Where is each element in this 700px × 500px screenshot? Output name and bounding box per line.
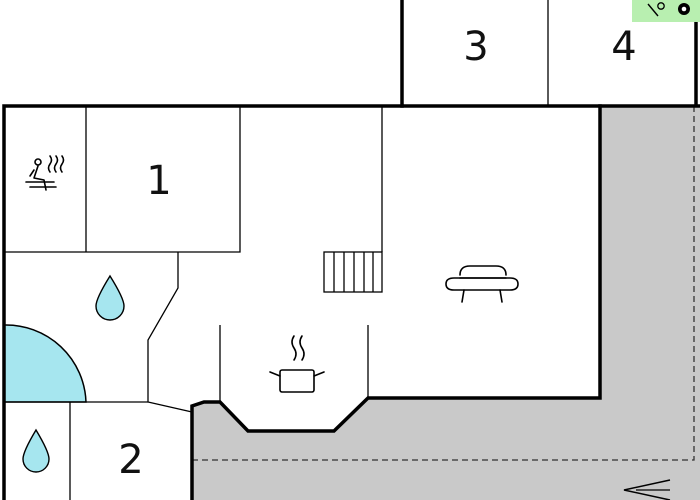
outer-wall-top-left <box>2 104 404 500</box>
outdoor-terrace <box>192 106 700 500</box>
shower-drop-icon <box>95 274 125 321</box>
bedroom-3-label: 3 <box>463 24 488 70</box>
outer-wall-right <box>190 104 602 500</box>
terrace-path-edge <box>192 106 695 461</box>
bedroom-1-label: 1 <box>146 158 171 204</box>
bedroom-4-label: 4 <box>611 24 636 70</box>
wall-bathroom-right <box>147 252 193 413</box>
cooking-pot-icon <box>269 335 325 393</box>
pool-table-icon <box>632 0 700 22</box>
sofa-icon <box>445 265 519 303</box>
bedroom-2-label: 2 <box>118 437 143 483</box>
staircase-icon <box>323 251 383 293</box>
arrow-icon <box>623 479 671 500</box>
sauna-icon <box>25 155 65 191</box>
hot-tub-icon <box>3 324 87 403</box>
wall-bed1-bottom <box>4 106 241 253</box>
shower-drop-icon <box>22 428 50 473</box>
